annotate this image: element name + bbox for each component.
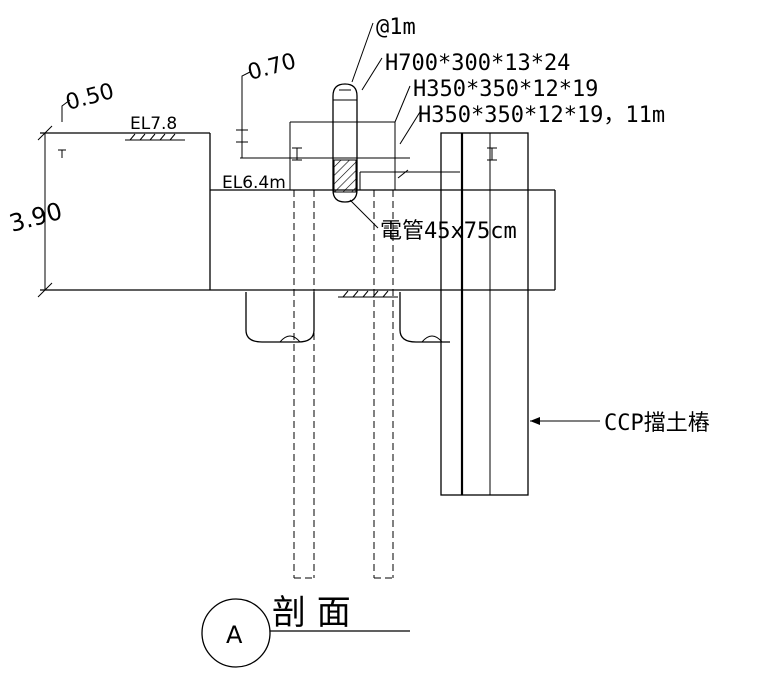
existing-pile-left xyxy=(245,292,315,343)
dimension-070-label: 0.70 xyxy=(245,49,299,86)
strut-beam xyxy=(359,169,460,190)
ground-hatch-top xyxy=(125,133,185,141)
conduit-label: 電管45x75cm xyxy=(380,219,517,244)
ground-outline xyxy=(40,121,556,291)
dimension-390 xyxy=(37,125,66,298)
elevation-top-label: EL7.8 xyxy=(130,114,177,134)
i-beam-symbol-right xyxy=(487,147,497,161)
leader-lines xyxy=(349,22,600,425)
h-pile-right xyxy=(373,190,394,579)
dimension-050-label: 0.50 xyxy=(63,79,117,116)
beam-main-label: H700*300*13*24 xyxy=(385,51,570,76)
beam-strut-label: H350*350*12*19 xyxy=(413,77,598,102)
section-letter: A xyxy=(226,621,243,649)
ccp-wall-label: CCP擋土樁 xyxy=(604,411,710,436)
dimension-070 xyxy=(236,71,251,158)
section-title: 剖 面 xyxy=(272,593,351,633)
dimension-390-label: 3.90 xyxy=(6,197,65,238)
spacing-label: @1m xyxy=(376,15,416,40)
beam-pile-label: H350*350*12*19，11m xyxy=(418,103,665,128)
existing-pile-right xyxy=(399,292,450,343)
section-marker xyxy=(201,598,410,668)
ground-hatch-bottom xyxy=(338,290,398,298)
dimension-050 xyxy=(61,99,71,122)
h-pile-left xyxy=(293,190,315,579)
conduit-capsule xyxy=(332,83,358,203)
i-beam-symbol-left xyxy=(292,147,302,161)
elevation-mid-label: EL6.4m xyxy=(222,173,286,193)
ccp-retaining-pile xyxy=(440,132,529,496)
